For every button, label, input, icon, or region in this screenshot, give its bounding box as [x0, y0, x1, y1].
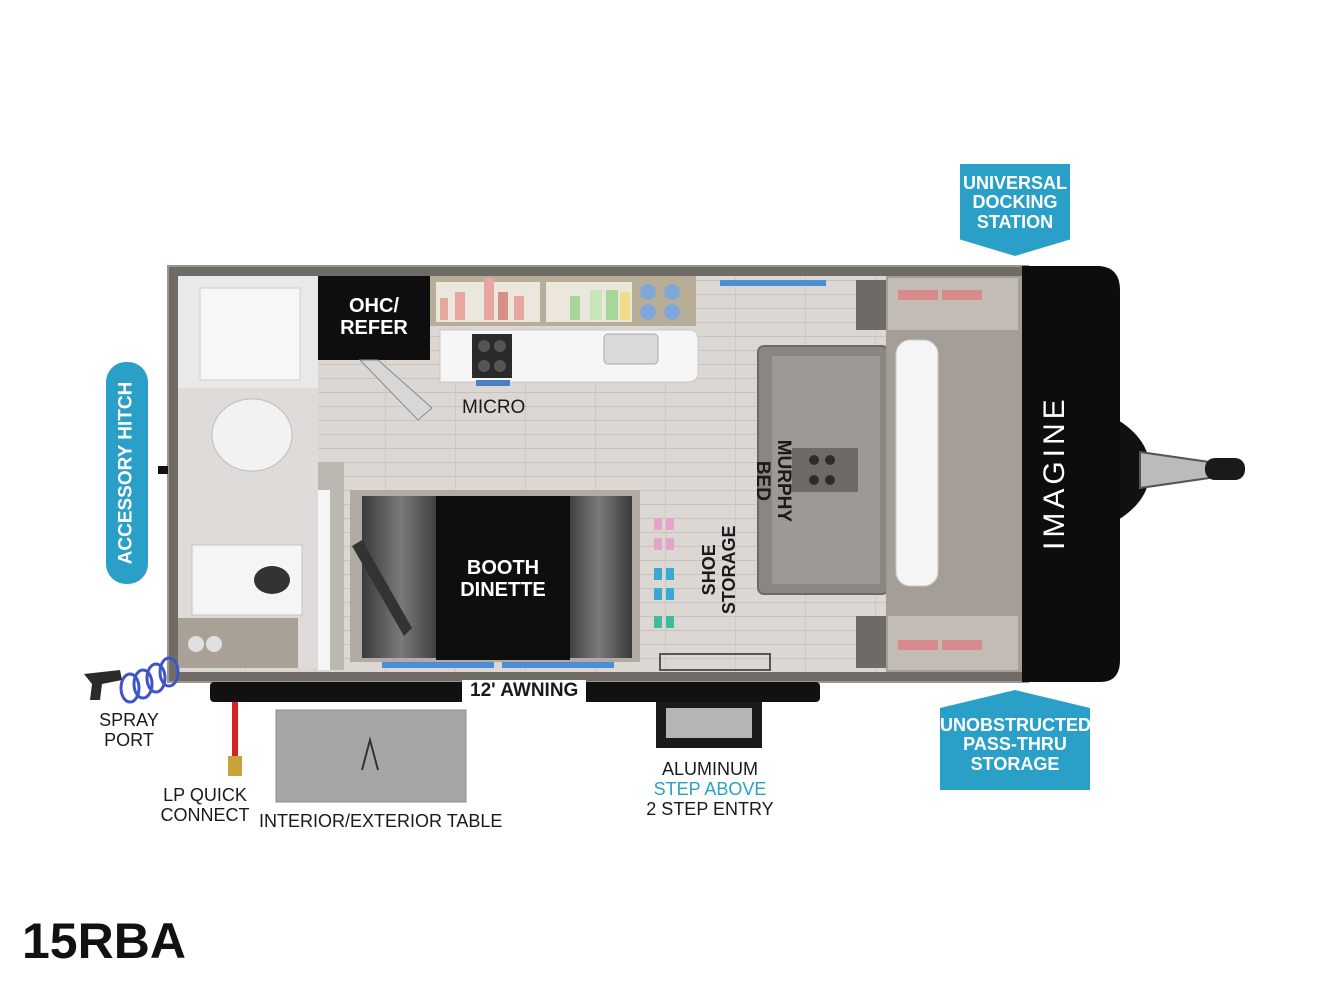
- label-step-line3: 2 STEP ENTRY: [646, 798, 774, 819]
- window-bottom-2: [502, 660, 614, 668]
- callout-docking-line3: STATION: [976, 211, 1054, 232]
- label-lp-line2: CONNECT: [160, 804, 250, 825]
- bathroom: [178, 276, 344, 670]
- front-cap: [1022, 266, 1120, 682]
- dinette: [350, 490, 640, 662]
- ohc-refer-unit: [318, 276, 430, 360]
- label-shoe-storage-line1: SHOE: [699, 544, 720, 596]
- table-top: [275, 709, 467, 803]
- label-booth-dinette-line2: DINETTE: [460, 579, 546, 602]
- model-name: 15RBA: [22, 913, 186, 969]
- hitch-tongue: [1118, 420, 1245, 520]
- label-spray-port: SPRAY PORT: [84, 710, 174, 751]
- callout-docking-line1: UNIVERSAL: [962, 173, 1067, 193]
- label-micro: MICRO: [462, 397, 526, 418]
- label-step-line1: ALUMINUM: [661, 759, 758, 779]
- callout-universal-docking: UNIVERSAL DOCKING STATION: [960, 164, 1070, 256]
- murphy-bed: [757, 345, 889, 595]
- label-step: ALUMINUM STEP ABOVE 2 STEP ENTRY: [630, 759, 790, 819]
- callout-docking-line2: DOCKING: [972, 192, 1058, 213]
- rear-hitch-pin: [158, 466, 168, 474]
- spray-nozzle: [84, 670, 122, 700]
- label-murphy-bed: MURPHY BED: [752, 439, 794, 523]
- label-spray-port-line1: SPRAY: [99, 710, 159, 730]
- label-step-line2: STEP ABOVE: [653, 778, 767, 799]
- label-booth-dinette-line1: BOOTH: [466, 557, 540, 579]
- label-ohc-refer-line1: OHC/: [349, 295, 399, 317]
- label-ohc-refer: OHC/ REFER: [318, 295, 430, 340]
- label-shoe-storage-line2: STORAGE: [719, 525, 739, 615]
- lp-fitting: [228, 756, 242, 776]
- label-awning: 12' AWNING: [462, 680, 587, 702]
- label-ohc-refer-line2: REFER: [340, 317, 408, 340]
- lp-line: [232, 702, 238, 760]
- callout-accessory-hitch: ACCESSORY HITCH: [106, 362, 148, 584]
- label-lp-line1: LP QUICK: [163, 785, 247, 805]
- kitchen-counter: [439, 329, 699, 386]
- label-booth-dinette: BOOTH DINETTE: [436, 557, 570, 602]
- entry-step: [656, 702, 762, 748]
- spray-port-hose: [119, 656, 180, 704]
- refer-door: [358, 359, 433, 421]
- table-logo-mark: [361, 736, 379, 771]
- label-lp-quick-connect: LP QUICK CONNECT: [150, 785, 260, 826]
- label-spray-port-line2: PORT: [104, 729, 154, 750]
- label-table: INTERIOR/EXTERIOR TABLE: [259, 811, 503, 831]
- overhead-cabinets: [430, 276, 696, 326]
- callout-accessory-hitch-text: ACCESSORY HITCH: [115, 381, 137, 565]
- callout-pass-thru: UNOBSTRUCTED PASS-THRU STORAGE: [940, 690, 1090, 790]
- label-shoe-storage: SHOE STORAGE: [699, 520, 740, 620]
- shoe-rack: [654, 518, 771, 671]
- callout-pass-thru-line1: UNOBSTRUCTED: [940, 715, 1091, 735]
- window-bottom-1: [382, 660, 494, 668]
- window-top: [720, 280, 826, 286]
- callout-pass-thru-line3: STORAGE: [970, 753, 1060, 774]
- callout-pass-thru-line2: PASS-THRU: [963, 734, 1067, 755]
- brand-logo: IMAGINE: [1038, 395, 1071, 550]
- front-storage: [856, 276, 1022, 672]
